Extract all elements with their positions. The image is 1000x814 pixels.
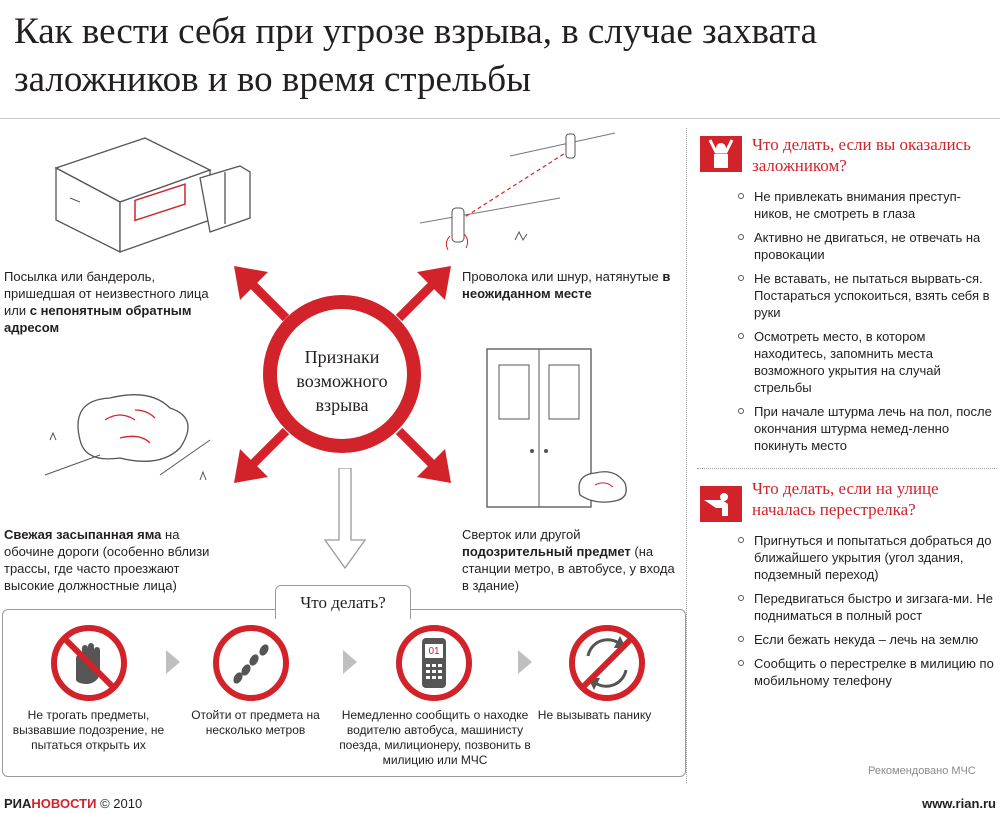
section-divider	[697, 468, 997, 469]
sign-pit: Свежая засыпанная яма на обочине дороги …	[4, 527, 210, 593]
phone-icon	[396, 625, 472, 701]
column-divider	[686, 128, 687, 783]
arrow-head-top-left	[234, 266, 268, 300]
action-no-panic: Не вызывать панику	[537, 708, 652, 722]
list-item: Передвигаться быстро и зигзага-ми. Не по…	[736, 590, 998, 624]
action-no-touch: Не трогать предметы, вызвавшие подозрени…	[12, 708, 165, 752]
sign-parcel: Посылка или бандероль, пришедшая от неиз…	[4, 269, 209, 335]
wire-illustration	[420, 132, 616, 251]
footsteps-icon	[213, 625, 289, 701]
action-move-away: Отойти от предмета на несколько метров	[191, 708, 320, 737]
center-sign-label: Признаки возможного взрыва	[296, 347, 388, 415]
hostage-title: Что делать, если вы оказались заложником…	[752, 135, 971, 175]
list-item: Пригнуться и попытаться добраться до бли…	[736, 532, 998, 583]
title-divider	[0, 118, 1000, 119]
arrow-head-bottom-right	[417, 449, 451, 483]
chevron-right-icon	[166, 650, 180, 674]
page-title: Как вести себя при угрозе взрыва, в случ…	[14, 11, 818, 100]
arrow-head-bottom-left	[234, 449, 268, 483]
source-note: Рекомендовано МЧС	[868, 765, 976, 777]
explosion-signs-diagram	[234, 266, 451, 483]
list-item: Если бежать некуда – лечь на землю	[736, 631, 998, 648]
list-item: Активно не двигаться, не отвечать на про…	[736, 229, 998, 263]
list-item: Осмотреть место, в котором находитесь, з…	[736, 328, 998, 396]
shooting-title: Что делать, если на улице началась перес…	[752, 479, 939, 519]
chevron-right-icon	[518, 650, 532, 674]
center-ring	[263, 295, 421, 453]
down-arrow-icon	[323, 468, 367, 570]
action-report: Немедленно сообщить о находке водителю а…	[339, 708, 531, 767]
sign-wire: Проволока или шнур, натянутые в неожидан…	[462, 269, 671, 301]
what-to-do-label: Что делать?	[275, 585, 411, 619]
sign-bundle: Сверток или другой подозрительный предме…	[462, 527, 675, 593]
diagram-arrows	[244, 276, 441, 473]
list-item: При начале штурма лечь на пол, после око…	[736, 403, 998, 454]
list-item: Не привлекать внимания преступ-ников, не…	[736, 188, 998, 222]
arrow-head-top-right	[417, 266, 451, 300]
hostage-list: Не привлекать внимания преступ-ников, не…	[736, 188, 998, 461]
list-item: Сообщить о перестрелке в милицию по моби…	[736, 655, 998, 689]
no-panic-icon	[569, 625, 645, 701]
parcel-illustration	[54, 137, 251, 254]
hostage-icon	[700, 136, 742, 172]
footer-url[interactable]: www.rian.ru	[922, 796, 996, 811]
list-item: Не вставать, не пытаться вырвать-ся. Пос…	[736, 270, 998, 321]
chevron-right-icon	[343, 650, 357, 674]
footer-logo: РИАНОВОСТИ © 2010	[4, 796, 143, 811]
no-touch-icon	[51, 625, 127, 701]
door-illustration	[486, 348, 627, 508]
pit-illustration	[44, 394, 211, 481]
shooting-list: Пригнуться и попытаться добраться до бли…	[736, 532, 998, 696]
shooter-icon	[700, 486, 742, 522]
phone-display: 01	[428, 646, 440, 657]
